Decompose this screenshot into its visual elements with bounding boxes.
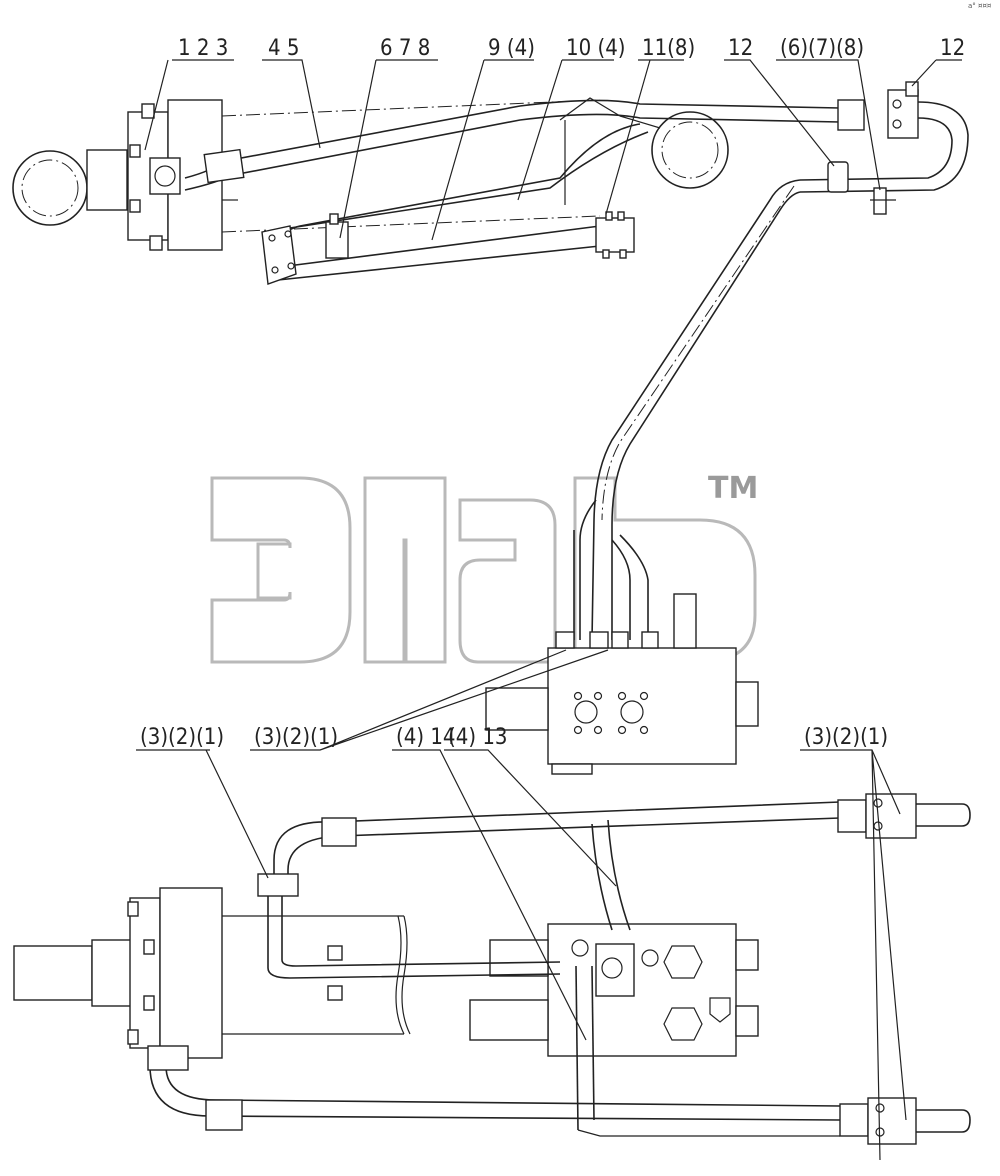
callouts-top: 1 2 3 4 5 6 7 8 9 (4) 10 (4) 11(8) 12 (6…: [144, 36, 965, 241]
callout-6-7-8-right: (6)(7)(8): [780, 36, 864, 61]
callouts-bottom: (3)(2)(1) (3)(2)(1) (4) 14 (4) 13 (3)(2)…: [136, 649, 907, 1161]
callout-4-5: 4 5: [268, 36, 299, 61]
callout-3-2-1-right: (3)(2)(1): [804, 725, 888, 750]
callout-3-2-1-center: (3)(2)(1): [254, 725, 338, 750]
corner-mark: a° ¤¤¤: [968, 2, 992, 10]
callout-12-right: 12: [940, 36, 965, 61]
callout-1-2-3: 1 2 3: [178, 36, 228, 61]
center-valve-block: [485, 593, 759, 775]
callout-11-8: 11(8): [642, 36, 695, 61]
watermark-logo: TM: [210, 471, 758, 664]
upper-assembly: [12, 81, 969, 641]
callout-6-7-8: 6 7 8: [380, 36, 430, 61]
callout-3-2-1-left: (3)(2)(1): [140, 725, 224, 750]
trademark-mark: TM: [708, 471, 758, 506]
callout-4-14: (4) 14: [396, 725, 456, 750]
callout-10-4: 10 (4): [566, 36, 626, 61]
callout-12-left: 12: [728, 36, 753, 61]
lower-assembly: [13, 793, 971, 1145]
callout-9-4: 9 (4): [488, 36, 535, 61]
callout-4-13: (4) 13: [448, 725, 508, 750]
